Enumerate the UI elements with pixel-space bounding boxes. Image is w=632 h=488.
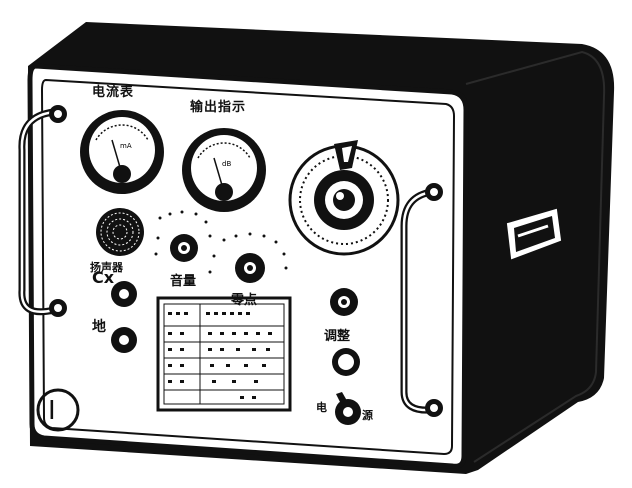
speaker-label: 扬声器 — [90, 261, 123, 274]
instruction-plate — [156, 296, 292, 412]
cx-terminal-label: Cx — [92, 268, 115, 287]
front-panel-inner-border — [40, 78, 456, 456]
output-meter: dB — [182, 128, 266, 212]
zero-knob-label: 零点 — [231, 293, 258, 308]
volume-knob-label: 音量 — [170, 274, 197, 289]
zero-knob[interactable] — [235, 253, 265, 283]
meter-left-label: 电流表 — [92, 85, 135, 100]
meter-right-label: 输出指示 — [190, 100, 247, 115]
tuning-dial[interactable] — [288, 140, 400, 256]
figure-number: I — [48, 396, 56, 426]
cabinet-side-edge — [465, 50, 606, 463]
tune-knob[interactable] — [330, 288, 358, 316]
ground-terminal-label: 地 — [92, 319, 106, 335]
figure-number-circle — [36, 388, 80, 432]
power-label-left: 电 — [316, 401, 327, 414]
tune-knob-label: 调整 — [324, 329, 351, 344]
power-switch[interactable] — [335, 392, 361, 425]
cx-terminal[interactable] — [111, 281, 137, 307]
speaker-grille — [96, 208, 144, 256]
power-label-right: 源 — [362, 409, 373, 422]
left-handle — [18, 105, 67, 317]
dotted-scale — [154, 210, 288, 274]
current-meter: mA — [80, 110, 164, 194]
ground-terminal[interactable] — [111, 327, 137, 353]
svg-text:dB: dB — [222, 160, 231, 168]
volume-knob[interactable] — [170, 234, 198, 262]
svg-text:mA: mA — [120, 142, 132, 150]
right-handle — [400, 183, 443, 417]
indicator-lamp — [332, 348, 360, 376]
side-handle — [506, 208, 562, 260]
